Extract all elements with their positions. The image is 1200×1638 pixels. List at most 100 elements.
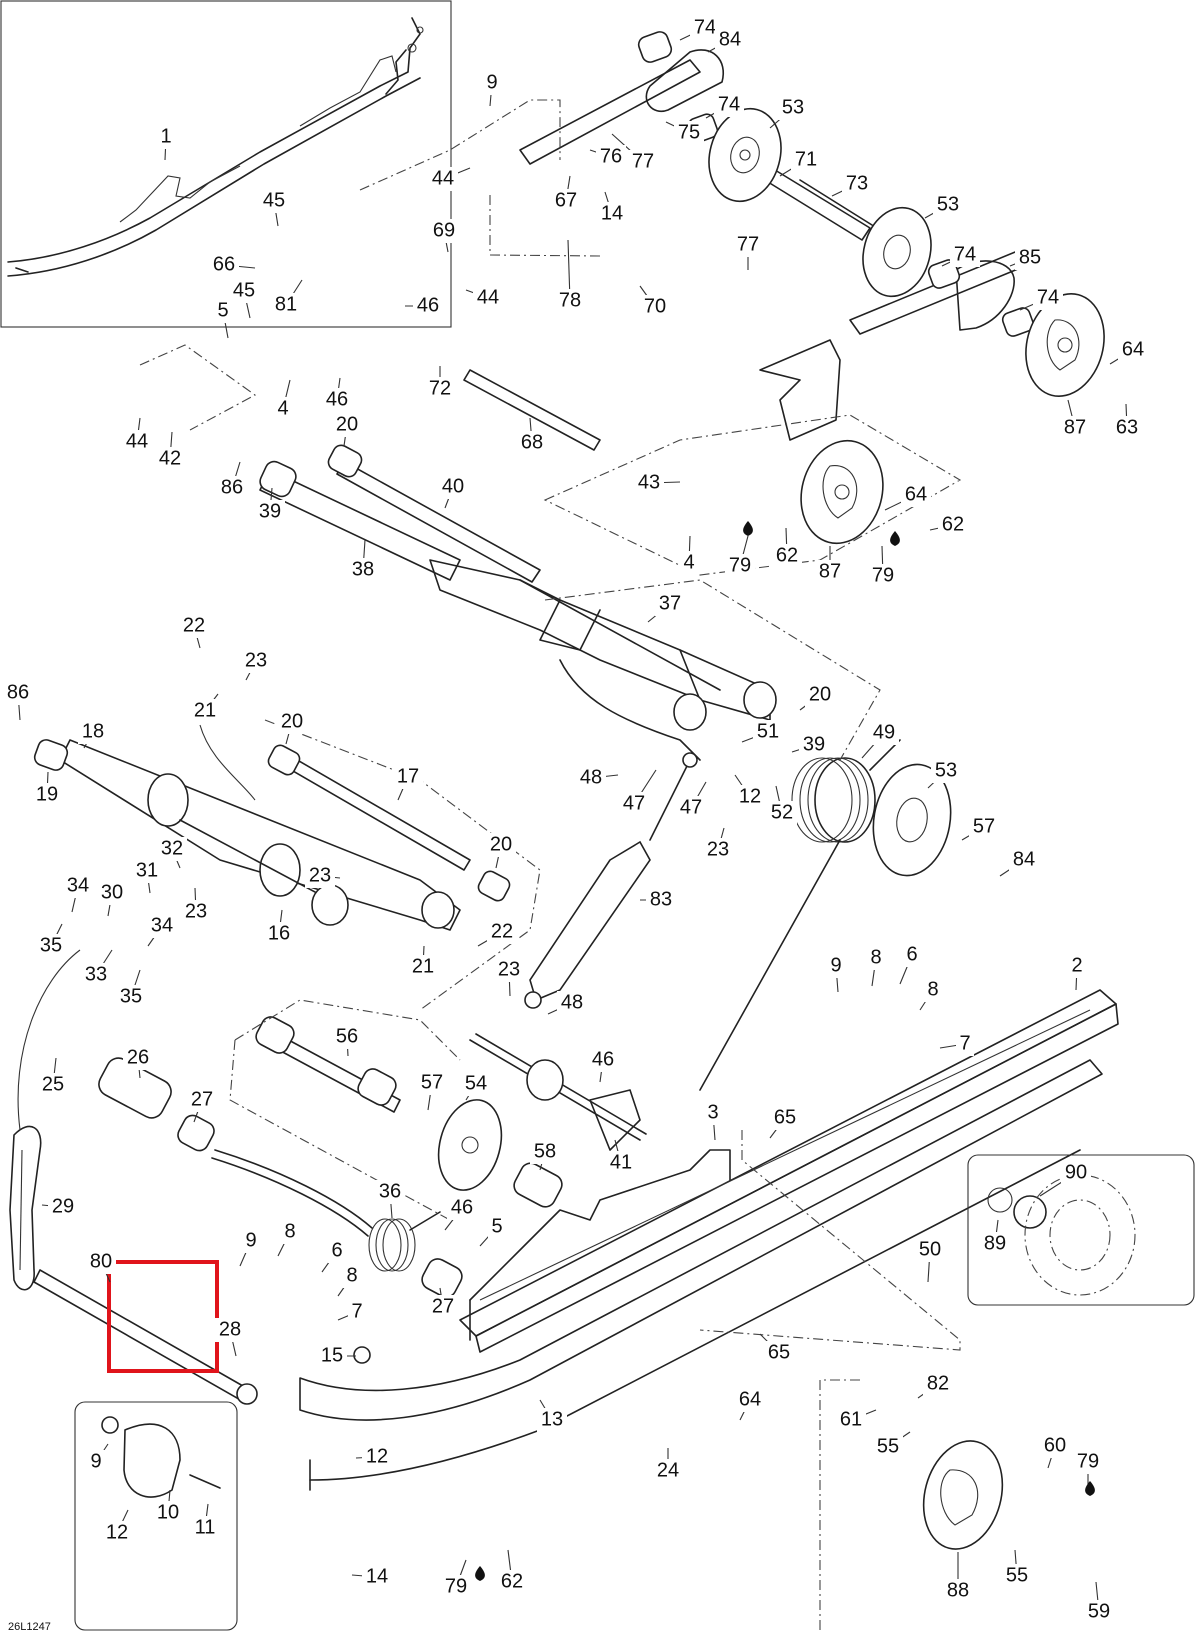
- label-background: [483, 71, 501, 95]
- label-background: [157, 837, 187, 861]
- part-label-14: 14: [601, 202, 623, 224]
- label-background: [63, 874, 93, 898]
- label-background: [867, 946, 885, 970]
- part-label-65: 65: [768, 1341, 790, 1363]
- part-label-74: 74: [1037, 286, 1059, 308]
- label-background: [1033, 286, 1063, 310]
- part-label-45: 45: [263, 189, 285, 211]
- part-label-84: 84: [719, 28, 741, 50]
- axle-56: [255, 1016, 401, 1113]
- part-label-64: 64: [905, 483, 927, 505]
- label-background: [1015, 246, 1045, 270]
- label-background: [147, 914, 177, 938]
- part-label-45: 45: [233, 279, 255, 301]
- part-label-19: 19: [36, 783, 58, 805]
- part-label-87: 87: [819, 560, 841, 582]
- label-background: [537, 1408, 567, 1432]
- label-background: [938, 513, 968, 537]
- label-background: [229, 279, 259, 303]
- label-background: [836, 1408, 866, 1432]
- label-background: [674, 121, 704, 145]
- part-label-8: 8: [927, 978, 938, 1000]
- part-label-6: 6: [331, 1239, 342, 1261]
- label-background: [950, 243, 980, 267]
- part-label-23: 23: [498, 958, 520, 980]
- part-label-70: 70: [644, 295, 666, 317]
- label-background: [242, 1229, 260, 1253]
- label-background: [703, 838, 733, 862]
- part-label-58: 58: [534, 1140, 556, 1162]
- part-label-51: 51: [757, 720, 779, 742]
- part-label-9: 9: [90, 1450, 101, 1472]
- label-background: [634, 471, 664, 495]
- rear-axle-assembly: [519, 31, 1035, 441]
- label-background: [725, 554, 755, 578]
- label-background: [827, 954, 845, 978]
- part-label-29: 29: [52, 1195, 74, 1217]
- label-background: [348, 558, 378, 582]
- label-background: [805, 683, 835, 707]
- part-label-20: 20: [809, 683, 831, 705]
- part-label-46: 46: [417, 294, 439, 316]
- label-background: [413, 294, 443, 318]
- label-background: [429, 219, 459, 243]
- part-label-9: 9: [486, 71, 497, 93]
- part-label-60: 60: [1044, 1434, 1066, 1456]
- label-background: [778, 96, 808, 120]
- part-label-53: 53: [782, 96, 804, 118]
- slide-rail-13: [299, 1059, 1103, 1491]
- label-background: [281, 1220, 299, 1244]
- part-label-65: 65: [774, 1106, 796, 1128]
- part-label-3: 3: [707, 1101, 718, 1123]
- axle-40: [327, 444, 541, 583]
- part-label-53: 53: [937, 193, 959, 215]
- part-label-16: 16: [268, 922, 290, 944]
- highlight-box: [107, 1260, 219, 1373]
- spacer-58: [513, 1162, 563, 1208]
- label-background: [438, 475, 468, 499]
- idler-wheel-54: [437, 1099, 503, 1191]
- part-label-14: 14: [366, 1565, 388, 1587]
- label-background: [551, 189, 581, 213]
- label-background: [653, 1459, 683, 1483]
- part-label-34: 34: [67, 874, 89, 896]
- label-background: [322, 388, 352, 412]
- idler-wheel-53-top: [708, 107, 782, 203]
- label-background: [375, 1180, 405, 1204]
- label-background: [362, 1565, 392, 1589]
- label-background: [328, 1239, 346, 1263]
- part-label-77: 77: [737, 233, 759, 255]
- part-label-32: 32: [161, 837, 183, 859]
- torsion-spring-49: [699, 739, 901, 1091]
- label-background: [274, 397, 292, 421]
- label-background: [915, 1238, 945, 1262]
- part-label-48: 48: [580, 766, 602, 788]
- label-background: [190, 699, 220, 723]
- label-background: [901, 483, 931, 507]
- part-label-67: 67: [555, 189, 577, 211]
- label-background: [842, 172, 872, 196]
- label-background: [241, 649, 271, 673]
- front-arm-18: [33, 739, 461, 931]
- part-label-8: 8: [870, 946, 881, 968]
- part-label-20: 20: [336, 413, 358, 435]
- part-label-54: 54: [465, 1072, 487, 1094]
- spacer-26: [98, 1057, 172, 1119]
- oil-drop-icon: [743, 521, 753, 536]
- part-label-9: 9: [830, 954, 841, 976]
- part-label-18: 18: [82, 720, 104, 742]
- label-background: [209, 253, 239, 277]
- label-background: [646, 888, 676, 912]
- part-label-12: 12: [106, 1521, 128, 1543]
- part-label-23: 23: [707, 838, 729, 860]
- part-label-80: 80: [90, 1250, 112, 1272]
- label-background: [956, 1032, 974, 1056]
- label-background: [3, 681, 33, 705]
- part-label-86: 86: [7, 681, 29, 703]
- axle-68: [463, 369, 601, 451]
- label-background: [733, 233, 763, 257]
- part-label-33: 33: [85, 963, 107, 985]
- part-label-11: 11: [195, 1516, 216, 1538]
- label-background: [259, 189, 289, 213]
